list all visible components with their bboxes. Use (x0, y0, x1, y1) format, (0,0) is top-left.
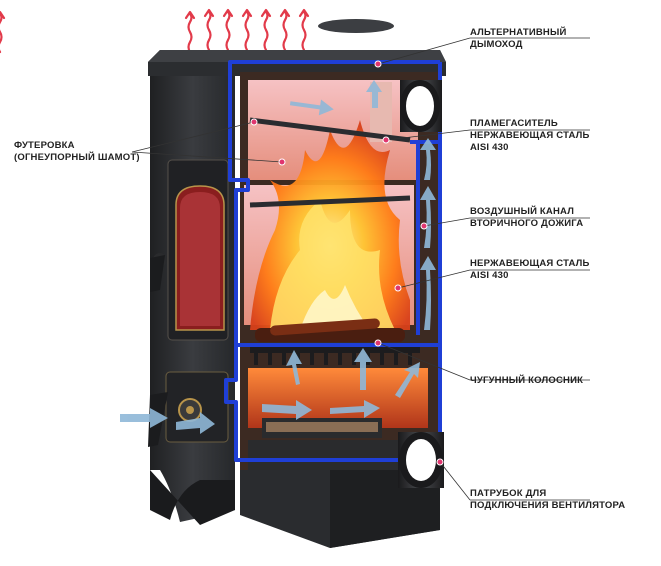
burning-logs (255, 318, 405, 342)
fan-pipe (398, 432, 444, 488)
label-lining: ФУТЕРОВКА (ОГНЕУПОРНЫЙ ШАМОТ) (14, 140, 140, 163)
label-stainless: НЕРЖАВЕЮЩАЯ СТАЛЬ AISI 430 (470, 258, 590, 281)
alt-chimney-pipe (400, 80, 442, 132)
air-flow-arrow-icon (120, 80, 436, 434)
grate-bars (250, 345, 420, 365)
label-flame-damper: ПЛАМЕГАСИТЕЛЬ НЕРЖАВЕЮЩАЯ СТАЛЬ AISI 430 (470, 118, 590, 153)
ash-pan-chamber (248, 368, 428, 438)
marker-dot-icon (250, 60, 444, 466)
label-air-channel: ВОЗДУШНЫЙ КАНАЛ ВТОРИЧНОГО ДОЖИГА (470, 206, 584, 229)
label-grate: ЧУГУННЫЙ КОЛОСНИК (470, 375, 584, 386)
stove-door (150, 159, 229, 341)
cutaway-outline (224, 60, 442, 470)
label-fan-pipe: ПАТРУБОК ДЛЯ ПОДКЛЮЧЕНИЯ ВЕНТИЛЯТОРА (470, 488, 626, 511)
chimney-cap (318, 19, 394, 33)
leader-lines (131, 37, 590, 501)
heat-waves-icon (0, 8, 310, 54)
fire (250, 120, 410, 330)
label-alt-chimney: АЛЬТЕРНАТИВНЫЙ ДЫМОХОД (470, 27, 567, 50)
inner-stainless-baffle (249, 117, 411, 208)
